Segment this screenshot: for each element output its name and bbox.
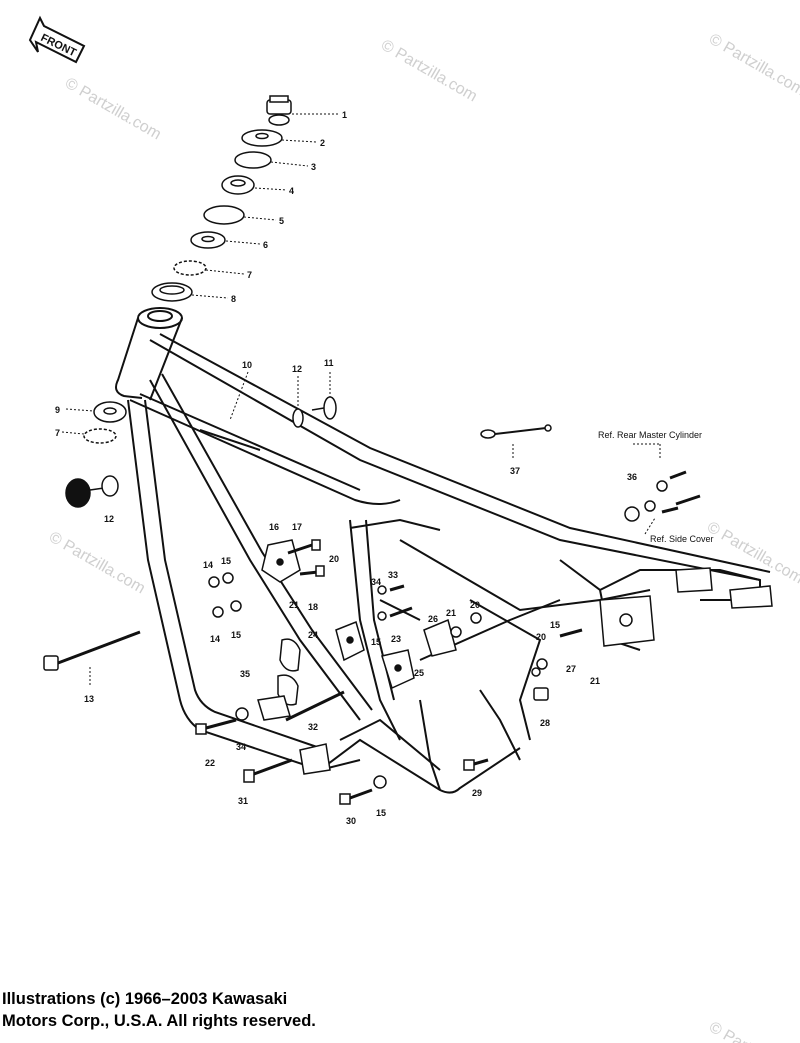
part-label: 14 xyxy=(210,634,220,644)
part-label: 15 xyxy=(371,637,381,647)
frame-tubes xyxy=(115,307,771,794)
part-label: 36 xyxy=(627,472,637,482)
part-label: 25 xyxy=(414,668,424,678)
part-label: 15 xyxy=(376,808,386,818)
part-label: 21 xyxy=(590,676,600,686)
watermark: © Partzilla.com xyxy=(378,37,480,106)
washer-5 xyxy=(203,205,245,225)
front-arrow-icon: FRONT xyxy=(28,15,86,64)
part-label: 9 xyxy=(55,405,60,415)
washer-3 xyxy=(234,151,272,169)
part-labels: 1 2 3 4 5 6 7 8 9 7 10 12 11 12 13 14 15… xyxy=(55,110,637,826)
copyright-notice: Illustrations (c) 1966–2003 Kawasaki Mot… xyxy=(2,988,602,1032)
grommet-12b xyxy=(101,475,119,497)
frame-brackets xyxy=(257,539,773,775)
part-label: 33 xyxy=(388,570,398,580)
part-label: 27 xyxy=(566,664,576,674)
part-label: 6 xyxy=(263,240,268,250)
part-label: 2 xyxy=(320,138,325,148)
stem-nut-cap xyxy=(269,95,289,103)
ball-bearing-7b xyxy=(83,428,117,444)
ball-bearing-7 xyxy=(173,260,207,276)
part-label: 14 xyxy=(203,560,213,570)
part-label: 35 xyxy=(240,669,250,679)
bolts-hardware xyxy=(43,396,701,805)
ref-rear-master-cylinder: Ref. Rear Master Cylinder xyxy=(598,430,702,440)
part-label: 20 xyxy=(329,554,339,564)
part-label: 24 xyxy=(308,630,318,640)
part-label: 7 xyxy=(247,270,252,280)
watermark: © Partzilla.com xyxy=(706,31,800,100)
part-label: 12 xyxy=(292,364,302,374)
part-label: 1 xyxy=(342,110,347,120)
part-label: 4 xyxy=(289,186,294,196)
part-label: 3 xyxy=(311,162,316,172)
part-label: 21 xyxy=(289,600,299,610)
part-label: 34 xyxy=(371,577,381,587)
watermark: © Partzilla.com xyxy=(706,1019,800,1043)
rubber-cap-icon xyxy=(65,478,91,508)
part-label: 12 xyxy=(104,514,114,524)
part-label: 32 xyxy=(308,722,318,732)
part-label: 16 xyxy=(269,522,279,532)
ground-lead-37 xyxy=(480,429,496,439)
ref-side-cover: Ref. Side Cover xyxy=(650,534,714,544)
part-label: 21 xyxy=(446,608,456,618)
steering-stack-parts xyxy=(83,95,292,444)
copyright-line-2: Motors Corp., U.S.A. All rights reserved… xyxy=(2,1012,316,1030)
part-label: 13 xyxy=(84,694,94,704)
watermark: © Partzilla.com xyxy=(46,529,148,598)
long-bolt-13 xyxy=(57,630,141,665)
part-label: 7 xyxy=(55,428,60,438)
part-label: 22 xyxy=(205,758,215,768)
part-label: 18 xyxy=(308,602,318,612)
part-label: 37 xyxy=(510,466,520,476)
copyright-line-1: Illustrations (c) 1966–2003 Kawasaki xyxy=(2,990,288,1008)
part-label: 5 xyxy=(279,216,284,226)
part-label: 23 xyxy=(391,634,401,644)
long-bolt-13-head xyxy=(43,655,59,671)
part-label: 15 xyxy=(231,630,241,640)
part-label: 15 xyxy=(550,620,560,630)
part-label: 20 xyxy=(536,632,546,642)
part-label: 26 xyxy=(428,614,438,624)
part-label: 28 xyxy=(540,718,550,728)
part-label: 10 xyxy=(242,360,252,370)
part-label: 15 xyxy=(221,556,231,566)
part-label: 31 xyxy=(238,796,248,806)
collar-28 xyxy=(533,687,549,701)
part-label: 30 xyxy=(346,816,356,826)
engine-bracket-26 xyxy=(423,618,457,657)
part-label: 29 xyxy=(472,788,482,798)
stem-nut-base xyxy=(268,114,290,126)
part-label: 11 xyxy=(324,358,334,368)
part-label: 17 xyxy=(292,522,302,532)
rubber-11 xyxy=(323,396,337,420)
watermark: © Partzilla.com xyxy=(62,75,164,144)
part-label: 34 xyxy=(236,742,246,752)
part-label: 8 xyxy=(231,294,236,304)
grommet-12 xyxy=(292,408,304,428)
spacer-35a xyxy=(279,638,301,672)
part-label: 20 xyxy=(470,600,480,610)
